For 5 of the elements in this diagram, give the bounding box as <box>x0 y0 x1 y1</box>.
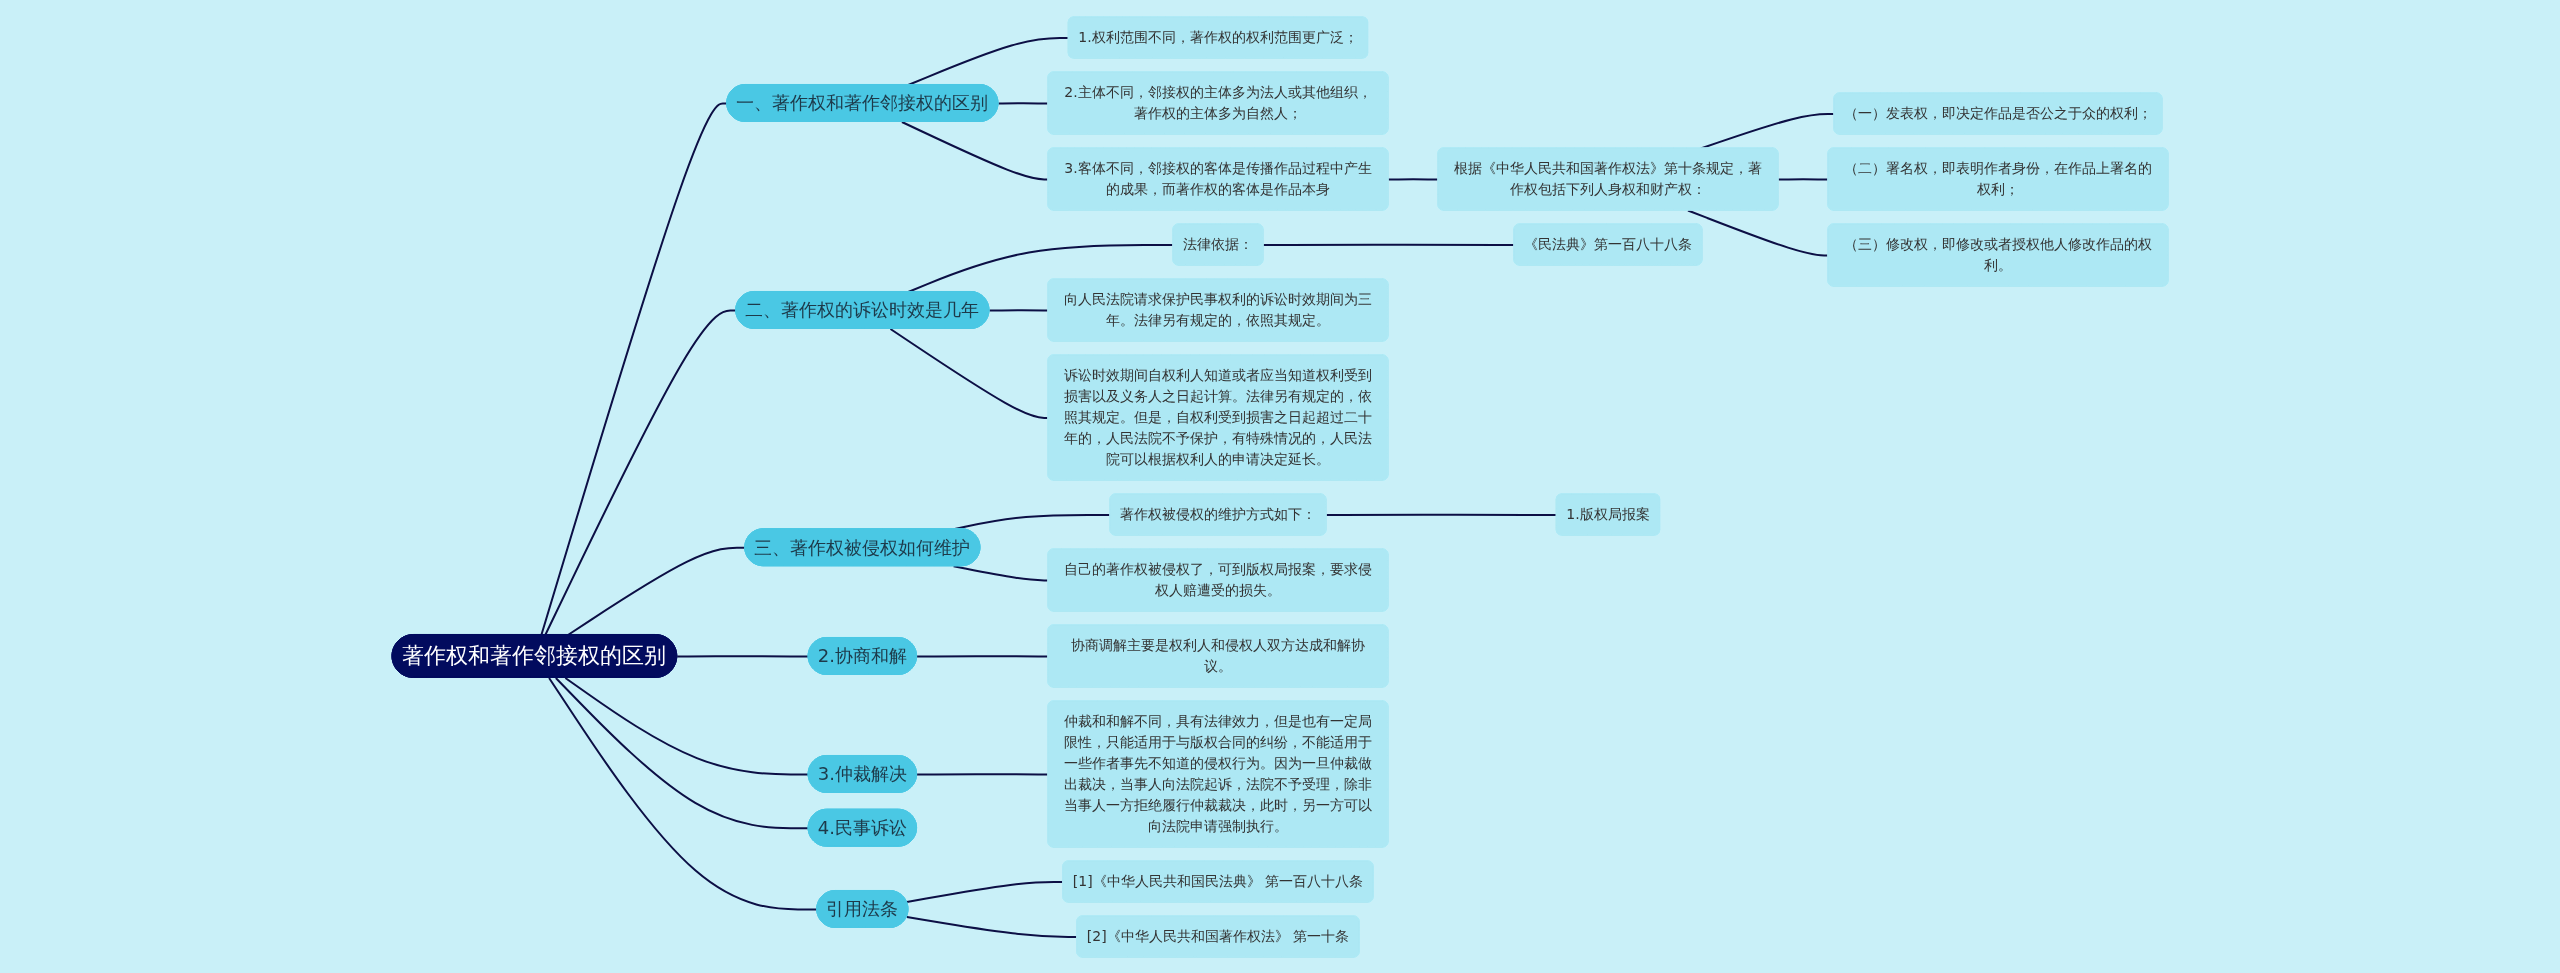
connector <box>676 654 810 657</box>
connector <box>554 676 810 829</box>
connector <box>1325 513 1558 516</box>
connector <box>907 36 1070 86</box>
connector <box>564 676 810 775</box>
